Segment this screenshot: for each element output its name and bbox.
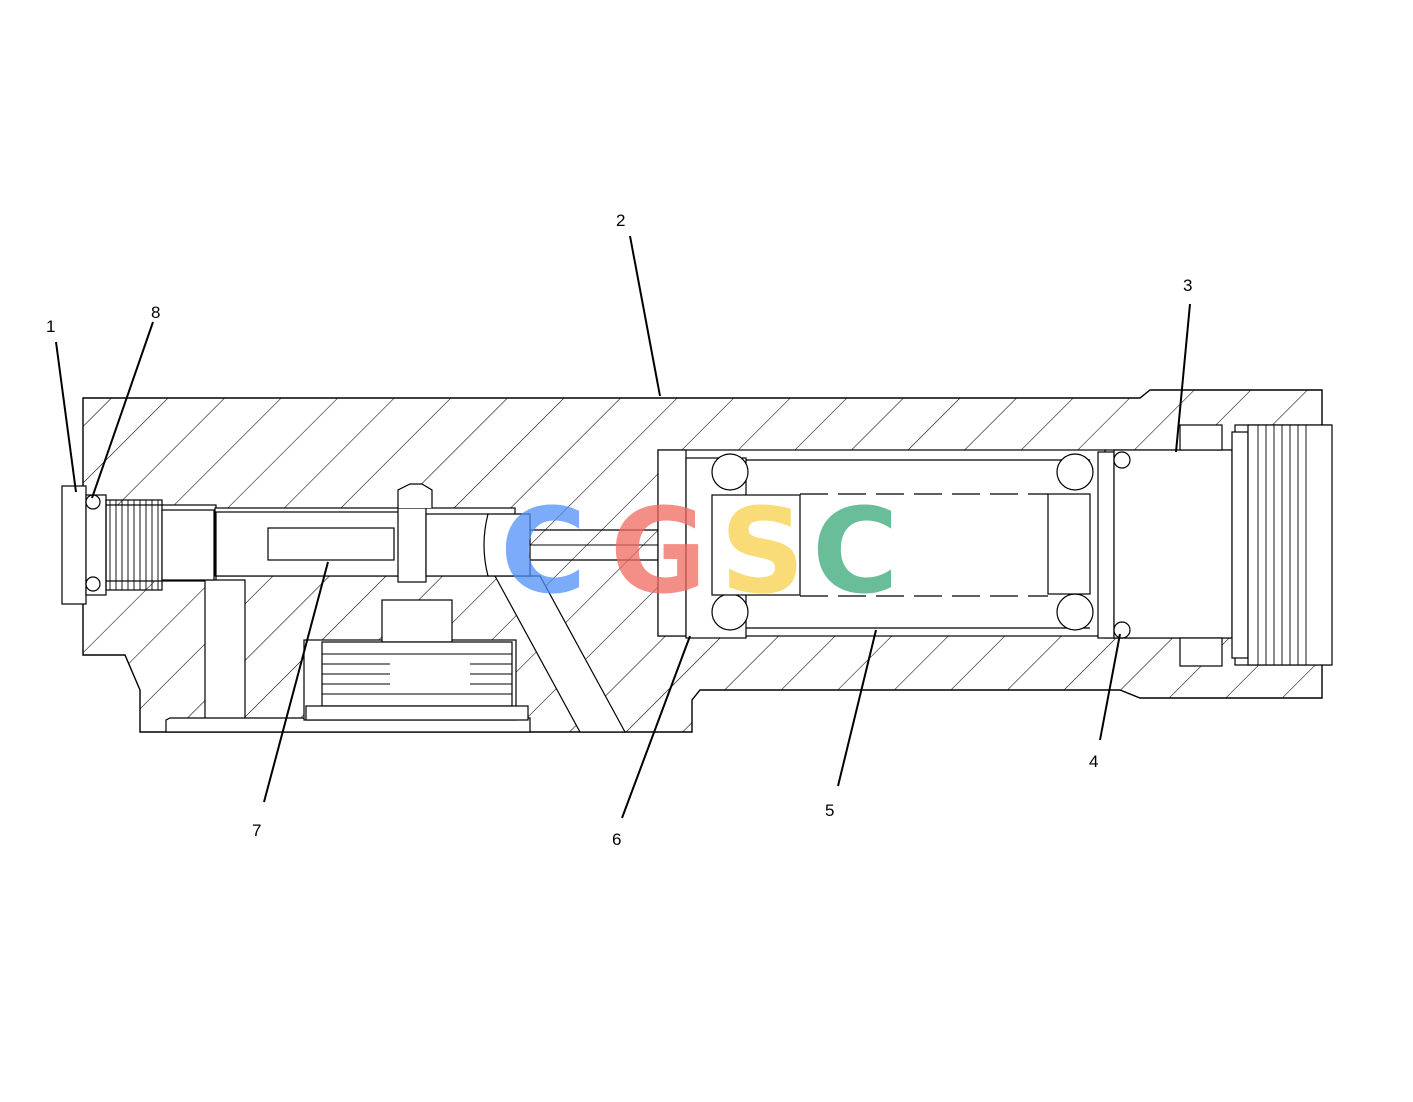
leader-7 [263, 561, 329, 803]
watermark-letter-3: S [720, 482, 805, 620]
callout-5: 5 [825, 801, 834, 820]
leader-3 [1175, 303, 1191, 453]
watermark-letter-1: C [500, 482, 587, 620]
leader-5 [837, 629, 877, 787]
o-ring-8 [85, 494, 101, 592]
leader-8 [91, 321, 154, 499]
spool-7 [161, 483, 720, 583]
watermark-letter-2: G [610, 482, 707, 620]
o-ring-4 [1113, 451, 1131, 639]
fitting-3 [1097, 424, 1333, 667]
callout-3: 3 [1183, 276, 1192, 295]
callout-4: 4 [1089, 752, 1098, 771]
callout-8: 8 [151, 303, 160, 322]
leader-lines [55, 235, 1191, 819]
callout-2: 2 [616, 211, 625, 230]
retainer-6 [657, 449, 801, 639]
leader-4 [1099, 633, 1121, 741]
leader-1 [55, 341, 77, 493]
lower-plug [305, 599, 529, 721]
watermark-letter-4: C [812, 482, 899, 620]
watermark-logo: C G S C [500, 482, 899, 620]
end-plug-1 [61, 485, 163, 605]
spring-5 [746, 453, 1094, 631]
leader-2 [629, 235, 661, 397]
callout-1: 1 [46, 317, 55, 336]
callout-7: 7 [252, 821, 261, 840]
callout-6: 6 [612, 830, 621, 849]
callout-labels: 1 2 3 4 5 6 7 8 [46, 211, 1192, 849]
leader-6 [621, 635, 691, 819]
